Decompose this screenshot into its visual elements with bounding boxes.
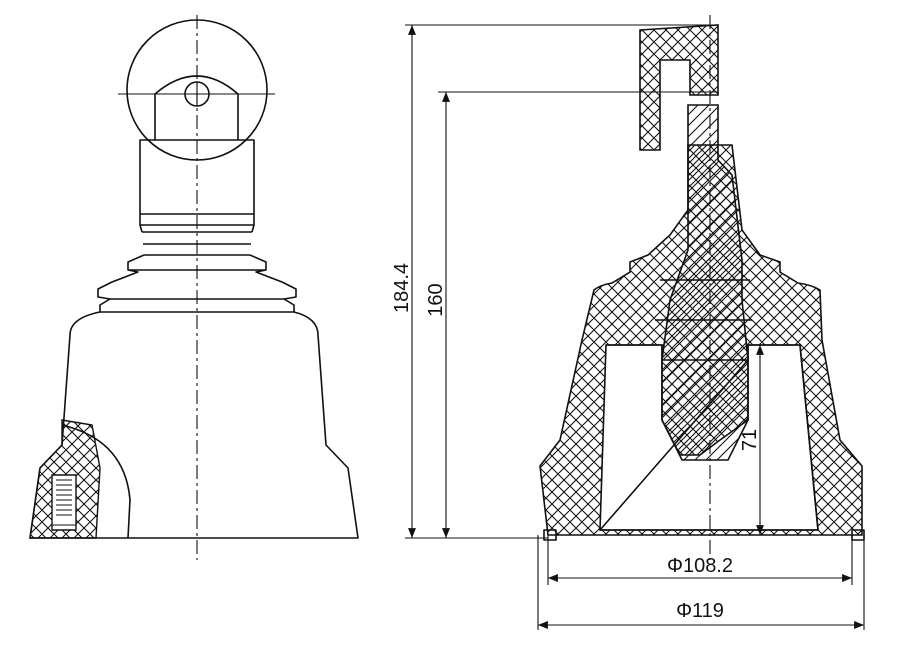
dim-inner-height: 71 [739, 429, 761, 451]
side-view [29, 15, 359, 560]
dim-outer-diameter: Φ119 [676, 600, 724, 622]
head-section [639, 24, 719, 151]
pin-steps [655, 279, 752, 361]
dim-height-to-pin: 160 [425, 283, 447, 316]
section-view [539, 15, 865, 560]
dim-overall-height: 184.4 [391, 263, 413, 313]
dim-inner-diameter: Φ108.2 [667, 555, 733, 577]
bellows-sheds [97, 254, 297, 312]
dimensions: 184.4 160 71 Φ108.2 Φ119 [391, 24, 865, 630]
bell-body [29, 311, 359, 539]
insert [51, 474, 77, 531]
